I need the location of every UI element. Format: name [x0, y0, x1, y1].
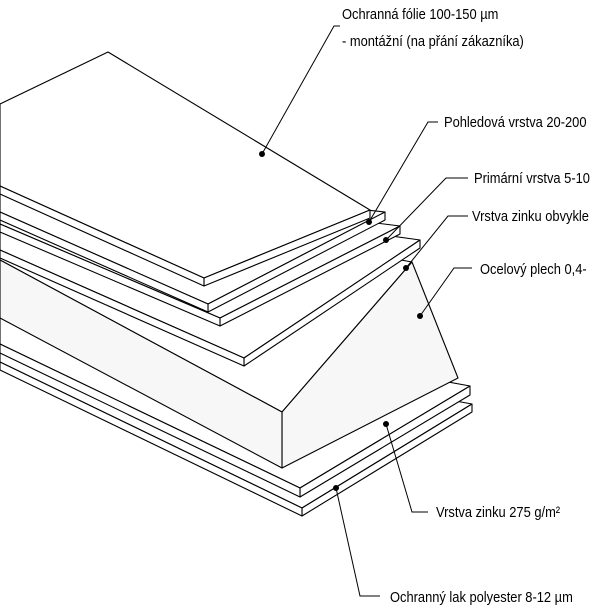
dot-foil [259, 151, 265, 157]
leader-zinc-bottom [385, 423, 428, 513]
label-steel: Ocelový plech 0,4- [480, 260, 587, 277]
dot-zinc-top [403, 265, 409, 271]
leader-zinc-top [405, 215, 468, 269]
dot-zinc-bottom [383, 421, 389, 427]
layer-protective-foil [0, 51, 371, 287]
leader-back-lacquer [335, 487, 380, 597]
dot-steel [417, 313, 423, 319]
leader-top-coat [368, 121, 438, 223]
label-primer: Primární vrstva 5-10 [474, 169, 590, 186]
leader-foil [261, 25, 340, 155]
label-zinc-top: Vrstva zinku obvykle [472, 207, 589, 224]
label-zinc-bottom: Vrstva zinku 275 g/m² [436, 503, 560, 520]
dot-primer [383, 237, 389, 243]
leader-lines [261, 25, 472, 597]
labels: Ochranná fólie 100-150 µm - montážní (na… [342, 5, 590, 605]
label-top-coat: Pohledová vrstva 20-200 [444, 113, 587, 130]
dot-top-coat [366, 219, 372, 225]
leader-steel [419, 267, 472, 317]
label-foil-line1: Ochranná fólie 100-150 µm [342, 5, 498, 22]
leader-primer [385, 177, 468, 241]
leader-dots [259, 151, 423, 491]
dot-back-lacquer [333, 485, 339, 491]
label-back-lacquer: Ochranný lak polyester 8-12 µm [390, 588, 573, 605]
label-foil-line2: - montážní (na přání zákazníka) [342, 32, 524, 49]
